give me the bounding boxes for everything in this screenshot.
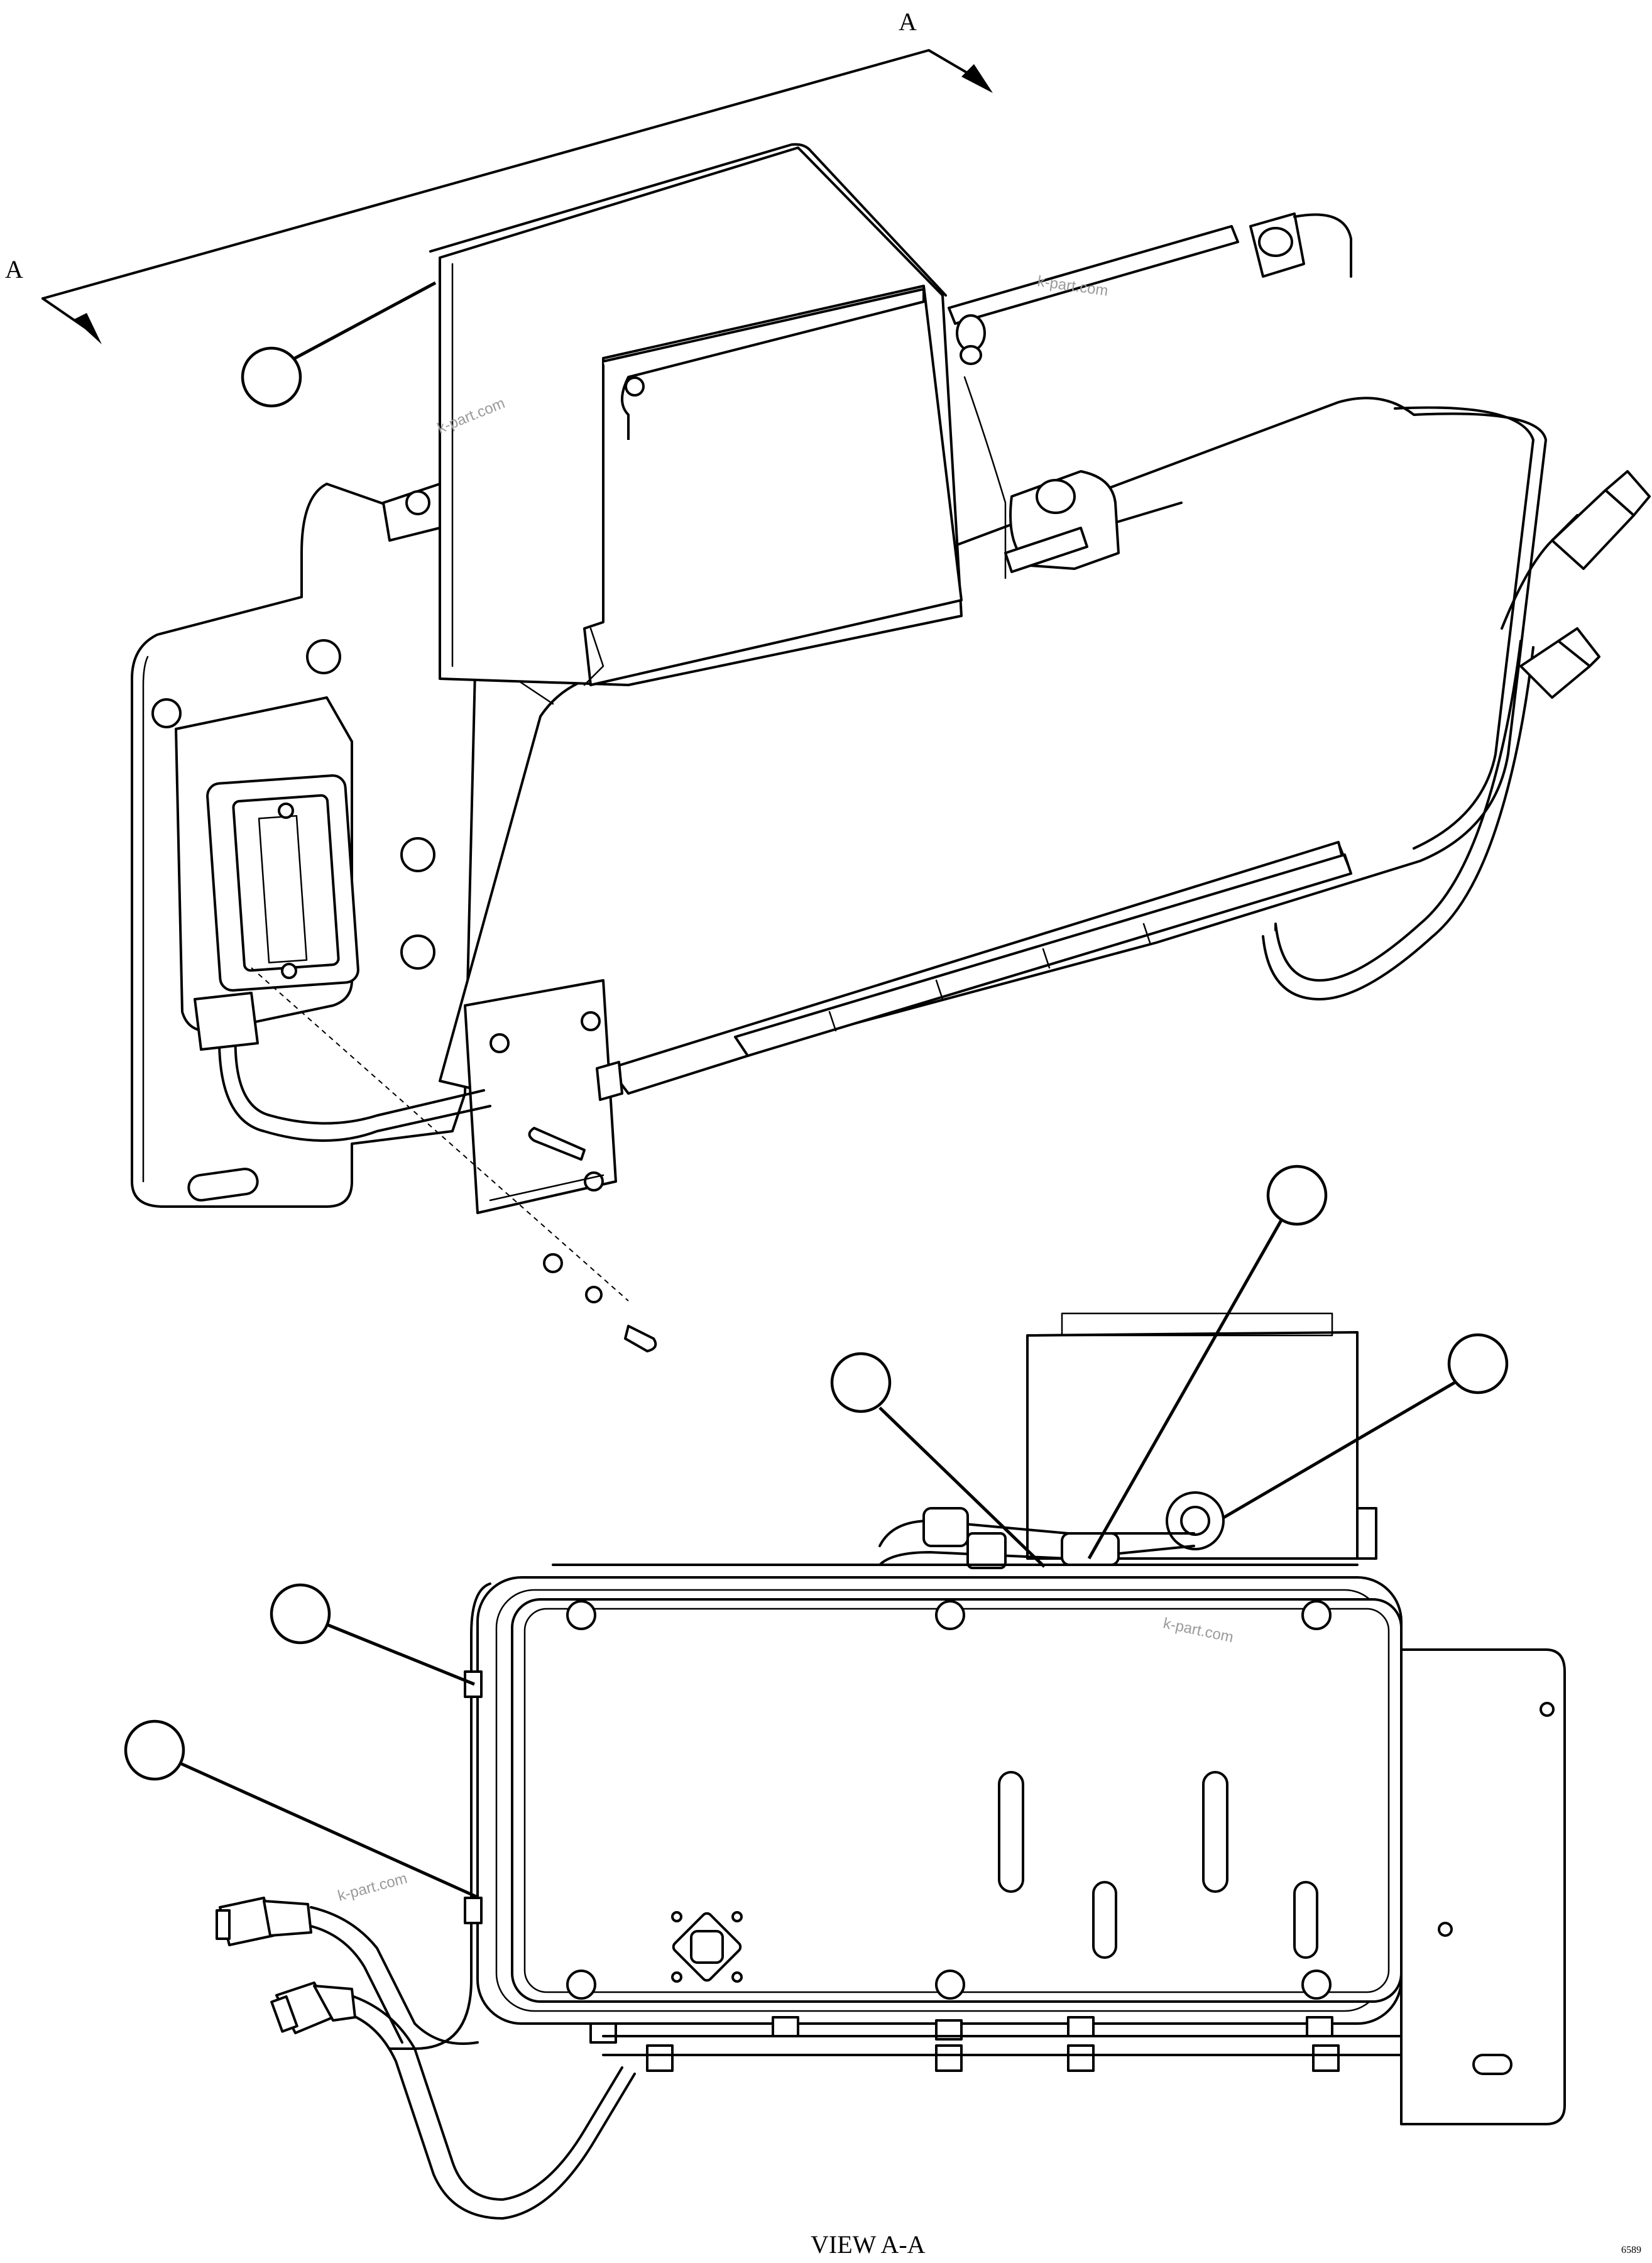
callout-1-leader bbox=[288, 281, 437, 363]
connector-upper-cap bbox=[1604, 470, 1651, 517]
section-line-a-a: A A bbox=[5, 8, 993, 344]
plate-hole-2 bbox=[581, 1011, 601, 1031]
top-rod bbox=[948, 225, 1239, 325]
rod-end-tab bbox=[596, 1061, 623, 1101]
base-plate-hole-top bbox=[1540, 1702, 1555, 1717]
inner-panel bbox=[583, 285, 963, 686]
rod-end-nut bbox=[1258, 227, 1293, 257]
screw bbox=[624, 1325, 657, 1352]
lid-screws bbox=[566, 1600, 1332, 2000]
callout-5-leader bbox=[326, 1623, 475, 1686]
switch-screw-bottom bbox=[281, 963, 297, 979]
motor-terminal bbox=[1356, 1507, 1377, 1560]
base-plate-hole-mid bbox=[1438, 1922, 1453, 1937]
harness-left-vertical bbox=[388, 1582, 491, 2050]
panel-hinge-pin bbox=[625, 376, 645, 397]
washer-2 bbox=[585, 1286, 603, 1303]
callout-4-bubble bbox=[1447, 1333, 1509, 1395]
washer-1 bbox=[543, 1253, 563, 1273]
harness-connector-b bbox=[270, 1981, 356, 2034]
section-marker-left: A bbox=[5, 255, 23, 283]
harness-wire-upper bbox=[1501, 514, 1578, 630]
top-rail bbox=[552, 1564, 1359, 1579]
section-marker-top: A bbox=[899, 8, 917, 36]
callout-1-bubble bbox=[241, 346, 302, 408]
switch-rocker bbox=[258, 814, 308, 964]
callouts bbox=[124, 281, 1509, 1899]
base-plate bbox=[1400, 1648, 1566, 2125]
lid-slots bbox=[998, 1771, 1318, 1959]
grommet-hole bbox=[1180, 1506, 1210, 1536]
top-connector-mid bbox=[966, 1532, 1007, 1569]
switch-screw-top bbox=[278, 803, 294, 819]
switch-box-window bbox=[232, 794, 340, 972]
lid-connector-socket bbox=[671, 1911, 743, 1983]
harness-clip-bottom bbox=[464, 1897, 483, 1924]
rod-nut-left-lower bbox=[960, 345, 982, 365]
explode-line bbox=[251, 967, 629, 1301]
isometric-assembly bbox=[131, 143, 1651, 1352]
callout-3-leader bbox=[878, 1406, 1046, 1568]
plate-hole-1 bbox=[490, 1033, 510, 1053]
view-a-a bbox=[216, 1312, 1566, 2220]
callout-6-bubble bbox=[124, 1719, 185, 1781]
drawing-number: 6589 bbox=[1621, 2245, 1641, 2255]
clamp-bolt bbox=[1036, 479, 1076, 514]
top-connector-right bbox=[1061, 1532, 1120, 1566]
bracket-slot bbox=[187, 1168, 259, 1202]
callout-2-bubble bbox=[1266, 1164, 1328, 1226]
callout-5-bubble bbox=[270, 1583, 331, 1645]
view-caption: VIEW A-A bbox=[811, 2230, 926, 2259]
section-arrow-left bbox=[74, 313, 102, 344]
callout-2-leader bbox=[1087, 1218, 1284, 1560]
clamp-rod bbox=[1004, 527, 1088, 573]
connector-lower-cap bbox=[1557, 627, 1600, 667]
plate-slot bbox=[528, 1127, 586, 1161]
cable-gland bbox=[194, 992, 259, 1051]
housing-lid bbox=[511, 1598, 1403, 2003]
panel-rolled-edge bbox=[603, 288, 925, 440]
bracket-bolts bbox=[151, 639, 435, 970]
bottom-bolts bbox=[589, 2016, 1340, 2072]
callout-3-bubble bbox=[830, 1352, 892, 1413]
cover-foot-bolt bbox=[405, 490, 430, 515]
callout-6-leader bbox=[178, 1761, 478, 1899]
section-arrow-right bbox=[961, 64, 993, 93]
base-plate-slot bbox=[1472, 2054, 1513, 2075]
callout-4-leader bbox=[1222, 1381, 1456, 1520]
watermark-4: k-part.com bbox=[336, 1870, 409, 1904]
harness-connector-a bbox=[216, 1897, 312, 1946]
top-connector-left bbox=[922, 1507, 969, 1547]
